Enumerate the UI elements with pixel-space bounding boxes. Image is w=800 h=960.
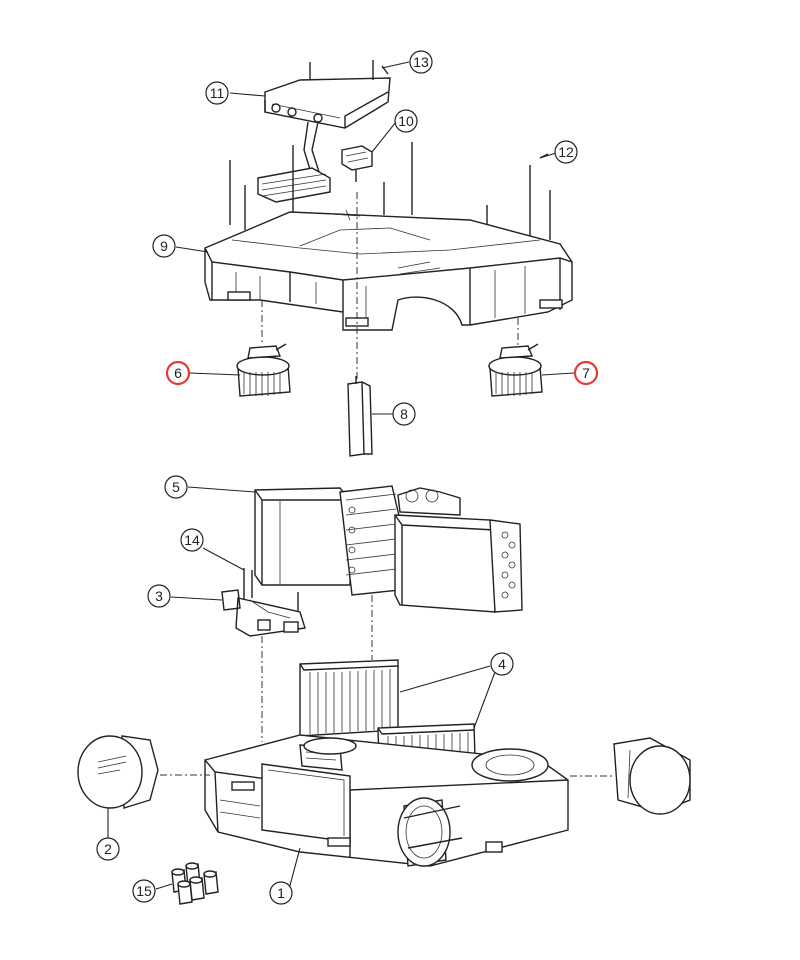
heat-exchanger-core-part — [254, 485, 523, 613]
damper-part — [347, 376, 373, 457]
screws-top-cover — [309, 60, 389, 80]
callout-6: 6 — [165, 360, 191, 386]
fan-right-part — [488, 343, 543, 397]
control-board-part — [221, 568, 306, 637]
svg-text:5: 5 — [172, 479, 180, 495]
connector-block-part — [341, 145, 373, 182]
svg-text:2: 2 — [104, 841, 112, 857]
callout-10: 10 — [394, 109, 418, 133]
callout-12: 12 — [554, 140, 578, 164]
callout-15: 15 — [132, 879, 156, 903]
svg-text:11: 11 — [210, 85, 225, 101]
fan-left-part — [236, 343, 291, 397]
svg-text:15: 15 — [136, 883, 152, 899]
callout-13: 13 — [409, 50, 433, 74]
callout-1: 1 — [269, 881, 293, 905]
svg-text:9: 9 — [160, 238, 168, 254]
callout-5: 5 — [164, 475, 188, 499]
callout-2: 2 — [96, 837, 120, 861]
svg-text:14: 14 — [184, 532, 200, 548]
svg-text:6: 6 — [174, 365, 182, 381]
svg-text:1: 1 — [277, 885, 285, 901]
callout-11: 11 — [205, 81, 229, 105]
base-housing-part — [204, 734, 569, 867]
svg-text:8: 8 — [400, 406, 408, 422]
round-duct-port-part — [397, 797, 463, 867]
duct-collar-left-part — [77, 735, 210, 809]
svg-text:4: 4 — [498, 656, 506, 672]
filter-left-part — [299, 659, 399, 737]
callout-3: 3 — [147, 584, 171, 608]
callout-8: 8 — [392, 402, 416, 426]
svg-text:7: 7 — [582, 365, 590, 381]
svg-text:13: 13 — [413, 54, 429, 70]
duct-collar-right-part — [570, 737, 691, 815]
rubber-feet-part — [171, 862, 219, 905]
leader-lines — [107, 61, 575, 894]
heater-tube-part — [257, 167, 331, 203]
upper-housing-part — [204, 209, 573, 331]
callout-4: 4 — [490, 652, 514, 676]
svg-text:3: 3 — [155, 588, 163, 604]
callout-7: 7 — [573, 360, 599, 386]
callout-9: 9 — [152, 234, 176, 258]
callout-14: 14 — [180, 528, 204, 552]
svg-text:12: 12 — [558, 144, 574, 160]
svg-text:10: 10 — [398, 113, 414, 129]
electronics-cover-part — [264, 77, 391, 183]
